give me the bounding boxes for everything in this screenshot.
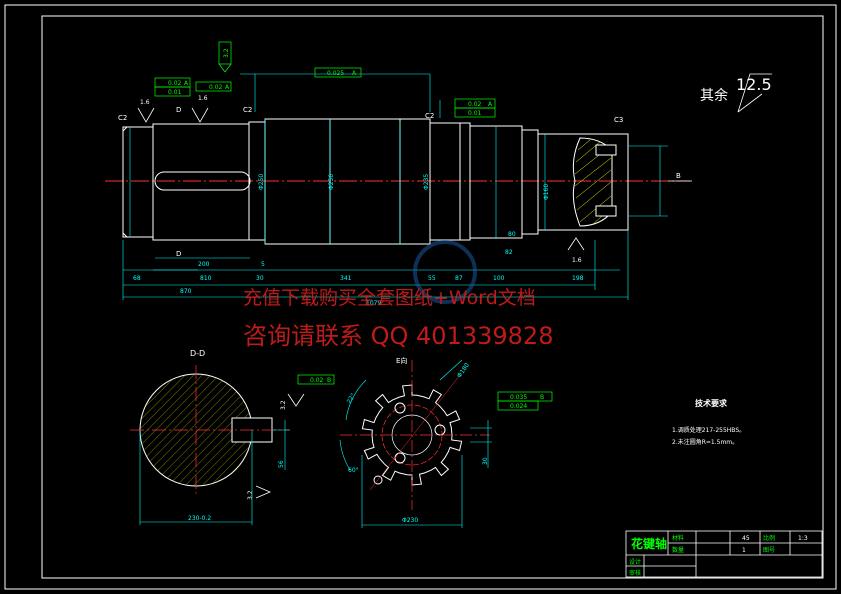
section-dd-title: D-D (190, 349, 205, 358)
tol-8: 0.024 (510, 403, 527, 410)
section-d-top: D (176, 106, 181, 114)
dim-dia-250b: Φ250 (328, 174, 335, 190)
review-label: 审核 (629, 569, 641, 577)
tol-1: 0.02 (168, 80, 182, 87)
tol-2: 0.01 (168, 89, 182, 96)
dim-80: 80 (508, 231, 516, 238)
surface-1-6-b: 1.6 (198, 95, 208, 102)
tol-ref-b: A (488, 101, 493, 108)
tol-7: 0.035 (510, 394, 527, 401)
key-slot (154, 171, 251, 191)
tech-req-item-2: 2.未注圆角R=1.5mm。 (672, 438, 738, 446)
surface-3-2-dd-b: 3.2 (247, 490, 254, 500)
section-d-bottom: D (176, 250, 181, 258)
part-name: 花键轴 (631, 536, 667, 551)
chamfer-c3: C3 (614, 116, 623, 124)
surface-3-2-dd: 3.2 (280, 400, 287, 410)
tech-req-item-1: 1.调质处理217-255HBS。 (672, 426, 745, 434)
surface-roughness-marks (137, 73, 772, 499)
dimension-lines (122, 73, 668, 300)
dim-dia-250: Φ250 (258, 174, 265, 190)
tol-ref-e: B (540, 394, 544, 401)
surface-1-6-a: 1.6 (140, 99, 150, 106)
shaft-left-journal (122, 126, 154, 238)
sheet-label: 图号 (763, 547, 775, 554)
chamfer-c2-left: C2 (118, 114, 127, 122)
outer-frame (4, 4, 837, 590)
qty-value: 1 (742, 547, 746, 554)
dim-200: 200 (198, 261, 210, 268)
dd-width-dim: 230-0.2 (188, 515, 211, 522)
tol-3: 0.02 (209, 84, 223, 91)
watermark-line-1: 充值下载购买全套图纸+Word文档 (243, 287, 536, 309)
scale-value: 1:3 (798, 535, 808, 542)
dim-198: 198 (572, 275, 584, 282)
surface-3-2-top: 3.2 (223, 48, 230, 58)
e-pitch-dim: Φ180 (456, 362, 471, 379)
dim-68: 68 (133, 275, 141, 282)
scale-label: 比例 (763, 534, 775, 542)
dim-5: 5 (261, 261, 265, 268)
roughness-note: 其余 12.5 (700, 75, 772, 104)
e-angle-dim-b: 22° (346, 392, 357, 405)
inner-frame (41, 15, 824, 579)
tol-4: 0.025 (327, 70, 344, 77)
dim-55: 55 (428, 275, 436, 282)
shaft-end (537, 133, 629, 231)
tolerance-frames: 0.02 0.01 0.02 0.025 0.02 0.01 0.035 0.0… (154, 41, 553, 411)
dim-341: 341 (340, 275, 352, 282)
roughness-value: 12.5 (736, 75, 772, 94)
title-block: 花键轴 材料 45 比例 1:3 数量 1 图号 设计 审核 (625, 530, 823, 578)
dim-30: 30 (256, 275, 264, 282)
datum-b-label: B (676, 172, 681, 180)
dim-870: 870 (180, 288, 192, 295)
dim-87: 87 (455, 275, 463, 282)
e-view-title: E向 (396, 356, 407, 365)
watermark: 充值下载购买全套图纸+Word文档 咨询请联系 QQ 401339828 (243, 240, 553, 350)
dim-82: 82 (505, 249, 513, 256)
material-value: 45 (742, 535, 750, 542)
e-dia-dim: Φ230 (402, 517, 418, 524)
e-slot-dim: 30 (482, 457, 489, 465)
tech-req-heading: 技术要求 (695, 398, 728, 408)
technical-requirements: 技术要求 1.调质处理217-255HBS。 2.未注圆角R=1.5mm。 (672, 398, 745, 446)
roughness-prefix: 其余 (700, 87, 728, 104)
qty-label: 数量 (672, 546, 684, 554)
tol-ref-a1: A (184, 80, 189, 87)
section-dd: D-D 230-0.2 56 (130, 349, 290, 525)
dimension-texts: 68 810 30 341 55 87 100 198 870 1079 200… (133, 174, 584, 307)
design-label: 设计 (629, 558, 641, 566)
dd-key-dim: 56 (278, 460, 285, 468)
tol-ref-dd: B (327, 377, 331, 384)
tol-9: 0.02 (310, 377, 324, 384)
tol-ref-ab: A (352, 70, 357, 77)
chamfer-c2-mid: C2 (243, 106, 252, 114)
e-view-spline: E向 Φ230 Φ180 60° 22° 30 (339, 356, 492, 528)
watermark-line-2: 咨询请联系 QQ 401339828 (243, 322, 553, 350)
dim-dia-235: Φ235 (423, 174, 430, 190)
tol-6: 0.01 (468, 110, 482, 117)
shaft-groove (521, 129, 539, 235)
dim-810: 810 (200, 275, 212, 282)
dim-1079: 1079 (366, 300, 381, 307)
tol-5: 0.02 (468, 101, 482, 108)
surface-1-6-c: 1.6 (572, 257, 582, 264)
dim-dia-160: Φ160 (543, 184, 550, 200)
shaft-spline-section (152, 123, 250, 241)
end-section-hatch (572, 137, 617, 227)
shaft-main-view (105, 118, 690, 245)
material-label: 材料 (672, 534, 684, 542)
dim-100: 100 (493, 275, 505, 282)
chamfer-c2-right: C2 (425, 112, 434, 120)
e-angle-dim: 60° (348, 467, 359, 474)
tol-ref-a2: A (225, 84, 230, 91)
